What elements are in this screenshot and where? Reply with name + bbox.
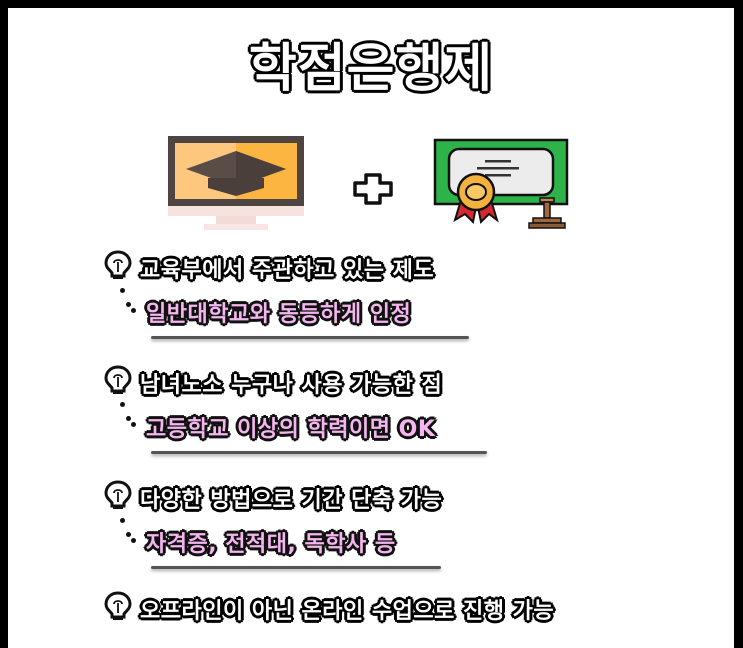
plus-icon xyxy=(353,173,393,205)
monitor-graduation-cap-icon xyxy=(168,136,304,230)
infographic-canvas: 학점은행제 교육부에서 주 xyxy=(8,8,734,648)
bullet-dot xyxy=(131,538,136,543)
underline-divider xyxy=(151,451,487,454)
item-text: 교육부에서 주관하고 있는 제도 xyxy=(140,258,435,283)
lightbulb-icon xyxy=(104,250,132,279)
lightbulb-icon xyxy=(104,480,132,509)
bullet-dot xyxy=(126,416,131,421)
bullet-dot xyxy=(120,518,125,523)
bullet-dot xyxy=(131,422,136,427)
bullet-dot xyxy=(120,402,125,407)
underline-divider xyxy=(151,566,441,569)
underline-divider xyxy=(151,336,469,339)
certificate-diploma-icon xyxy=(433,138,569,229)
item-sub-highlight: 일반대학교와 동등하게 인정 xyxy=(146,302,412,327)
item-sub-highlight: 자격증, 전적대, 독학사 등 xyxy=(146,532,396,557)
item-text: 다양한 방법으로 기간 단축 가능 xyxy=(140,488,443,513)
lightbulb-icon xyxy=(104,591,132,620)
lightbulb-icon xyxy=(104,365,132,394)
bullet-dot xyxy=(126,302,131,307)
item-text: 남녀노소 누구나 사용 가능한 점 xyxy=(140,373,443,398)
bullet-dot xyxy=(126,532,131,537)
bullet-dot xyxy=(120,288,125,293)
bullet-dot xyxy=(131,308,136,313)
item-sub-highlight: 고등학교 이상의 학력이면 OK xyxy=(146,417,436,442)
item-text: 오프라인이 아닌 온라인 수업으로 진행 가능 xyxy=(140,599,555,624)
page-title: 학점은행제 xyxy=(247,38,494,101)
